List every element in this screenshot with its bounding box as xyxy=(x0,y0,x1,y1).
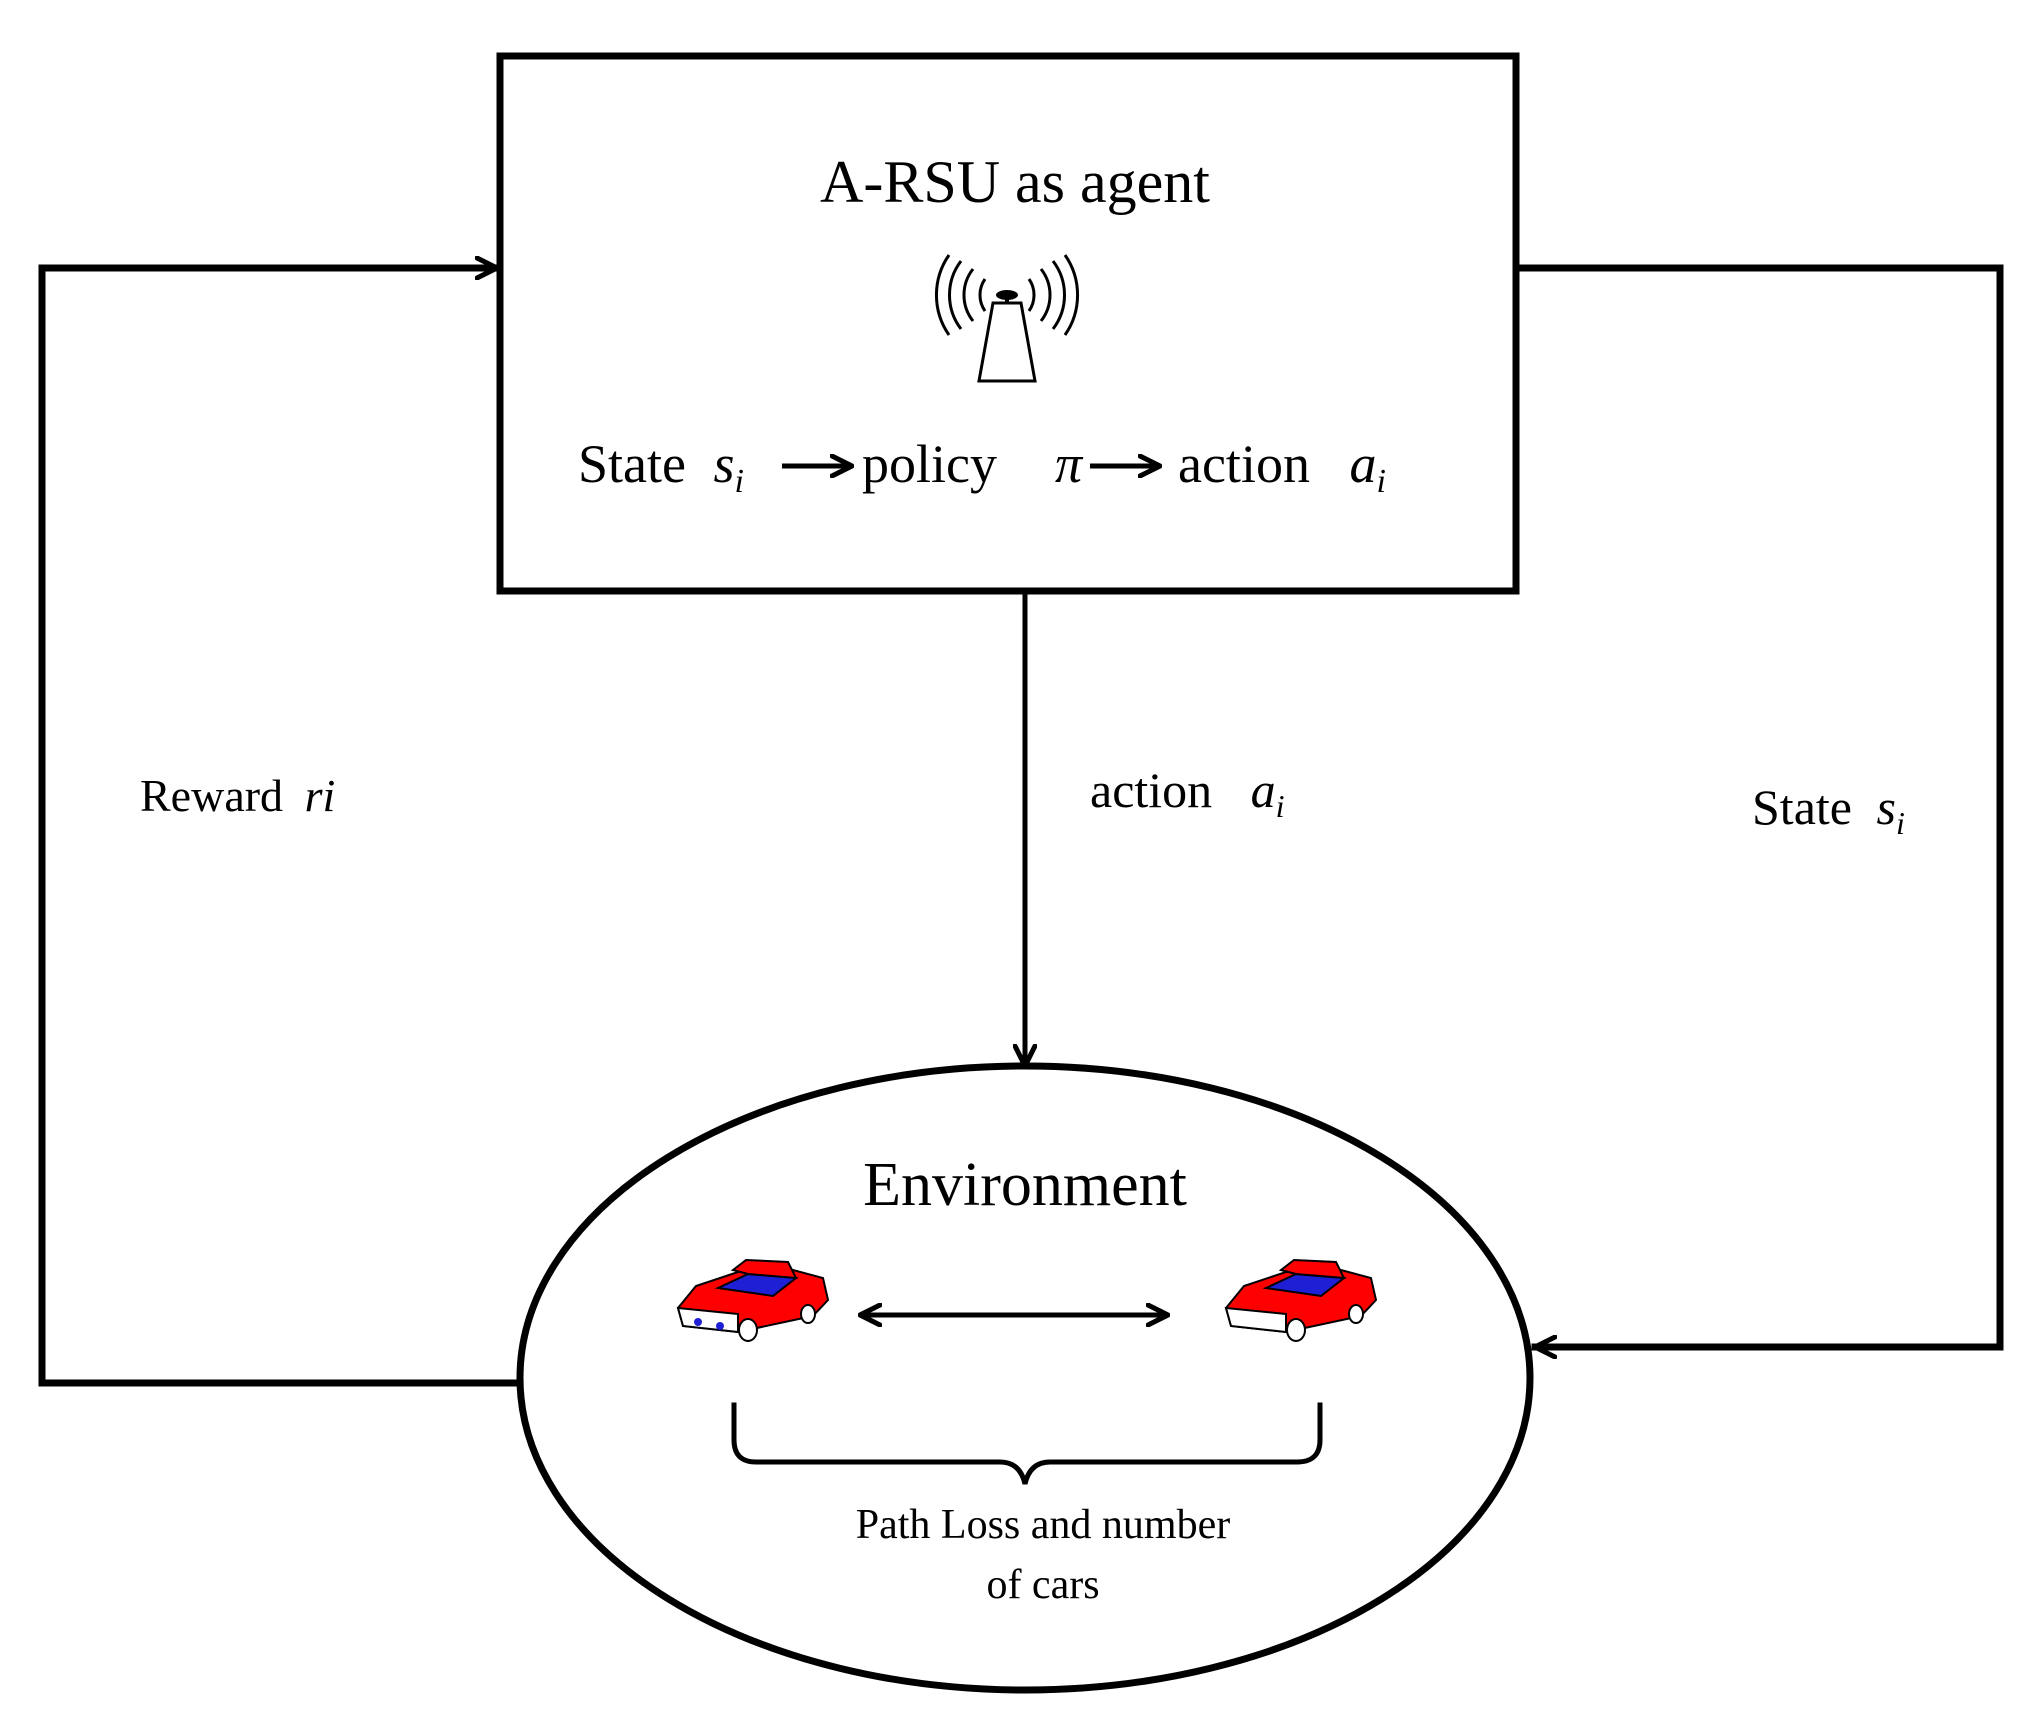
flow-policy-word: policy xyxy=(862,434,997,494)
state-label-sub: i xyxy=(1896,805,1905,841)
flow-action-word: action xyxy=(1178,434,1310,494)
state-label: State si xyxy=(1752,779,1905,841)
action-label-word: action xyxy=(1090,762,1212,818)
flow-state-word: State xyxy=(578,434,686,494)
svg-text:action ai: action ai xyxy=(1178,434,1386,500)
action-label: action ai xyxy=(1090,762,1285,824)
environment-caption-line2: of cars xyxy=(986,1562,1099,1608)
action-label-sub: i xyxy=(1276,788,1285,824)
environment-ellipse xyxy=(516,1062,1534,1694)
antenna-tower-icon xyxy=(935,254,1079,383)
state-label-word: State xyxy=(1752,779,1852,835)
agent-box xyxy=(496,52,1520,595)
flow-action-var: a xyxy=(1349,434,1376,494)
curly-brace-icon xyxy=(731,1402,1323,1485)
agent-title: A-RSU as agent xyxy=(820,149,1210,215)
flow-state-var: s xyxy=(713,434,734,494)
svg-text:State si: State si xyxy=(578,434,744,500)
flow-policy-var: π xyxy=(1055,434,1084,494)
flow-action-sub: i xyxy=(1376,463,1385,500)
policy-flow: State si policy π action ai xyxy=(578,434,1386,500)
environment-title: Environment xyxy=(863,1151,1187,1219)
state-arrow xyxy=(1515,264,2004,1347)
car-icon xyxy=(677,1259,829,1342)
action-label-var: a xyxy=(1251,762,1276,818)
reward-label: Reward ri xyxy=(140,770,335,821)
reward-arrow xyxy=(38,268,524,1387)
environment-caption-line1: Path Loss and number xyxy=(856,1502,1230,1548)
reward-word: Reward xyxy=(140,770,283,821)
car-icon xyxy=(1225,1259,1377,1342)
state-label-var: s xyxy=(1876,779,1895,835)
flow-state-sub: i xyxy=(735,463,744,500)
reward-var: ri xyxy=(305,770,336,821)
